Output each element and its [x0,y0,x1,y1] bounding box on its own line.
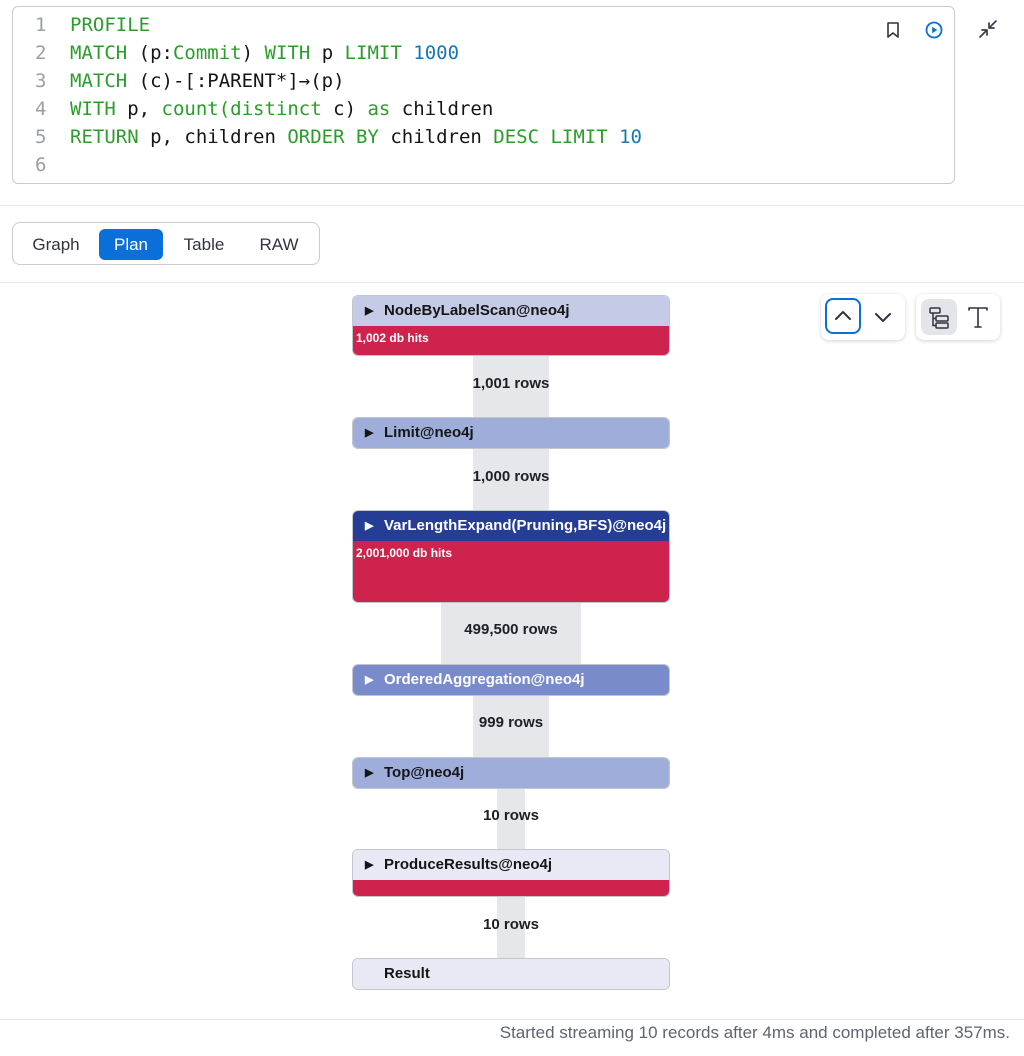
operator-name: Top@neo4j [384,764,465,781]
code-text: RETURN p, children ORDER BY children DES… [70,123,642,151]
collapse-arrows-icon[interactable] [976,17,1000,41]
tab-graph[interactable]: Graph [32,235,80,254]
play-circle-icon[interactable] [924,20,944,40]
divider [0,205,1024,206]
code-token: (c)-[:PARENT*]→(p) [127,70,345,92]
code-token: PROFILE [70,14,151,36]
plan-connector [473,355,549,418]
plan-connector [497,896,525,959]
expand-triangle-icon: ▶ [365,767,374,779]
code-token: 1000 [413,42,460,64]
line-number: 1 [35,14,47,36]
code-token: RETURN [70,126,139,148]
expand-triangle-icon: ▶ [365,674,374,686]
plan-connector [497,788,525,850]
expand-triangle-icon: ▶ [365,859,374,871]
code-token: p, children [138,126,288,148]
code-token: 10 [619,126,642,148]
rows-label: 999 rows [478,714,544,731]
expand-triangle-icon: ▶ [365,305,374,317]
code-token: p, [115,98,162,120]
code-token: (p: [127,42,173,64]
code-token [608,126,619,148]
plan-operator-top[interactable]: ▶ Top@neo4j [352,757,670,789]
tree-view-icon[interactable] [921,299,957,335]
code-token: children [378,126,494,148]
chevron-down-icon[interactable] [865,299,901,335]
code-token: MATCH [70,42,128,64]
line-number: 6 [35,154,47,176]
divider [0,1019,1024,1020]
code-text: MATCH (c)-[:PARENT*]→(p) [70,67,345,95]
operator-name: Result [384,965,430,982]
line-number: 5 [35,126,47,148]
operator-name: Limit@neo4j [384,424,474,441]
rows-label: 1,000 rows [472,468,550,485]
rows-label: 1,001 rows [472,375,550,392]
code-token [402,42,413,64]
expand-triangle-icon: ▶ [365,520,374,532]
rows-label: 10 rows [483,916,539,933]
status-message: Started streaming 10 records after 4ms a… [499,1023,1010,1042]
chevron-up-icon[interactable] [825,298,861,334]
plan-operator-node-by-label-scan[interactable]: ▶ NodeByLabelScan@neo4j 1,002 db hits [352,295,670,356]
rows-label: 499,500 rows [464,621,558,638]
line-number: 3 [35,70,47,92]
db-hits-label: 2,001,000 db hits [356,546,453,560]
expand-triangle-icon: ▶ [365,427,374,439]
code-token: LIMIT [344,42,402,64]
tab-plan[interactable]: Plan [99,229,163,260]
navigation-controls [821,294,905,340]
plan-operator-ordered-aggregation[interactable]: ▶ OrderedAggregation@neo4j [352,664,670,696]
code-token: MATCH [70,70,128,92]
plan-connector [441,602,581,665]
code-text: WITH p, count(distinct c) as children [70,95,493,123]
line-number: 4 [35,98,47,120]
db-hits-label: 1,002 db hits [356,331,429,345]
tab-table[interactable]: Table [183,235,225,254]
code-token: as [367,98,391,120]
plan-operator-produce-results[interactable]: ▶ ProduceResults@neo4j [352,849,670,897]
code-token: p [310,42,345,64]
code-token: count(distinct [161,98,322,120]
operator-name: ProduceResults@neo4j [384,856,553,873]
code-token: children [390,98,494,120]
code-token: Commit [172,42,242,64]
view-tabs: Graph Plan Table RAW [12,222,320,265]
line-number: 2 [35,42,47,64]
plan-operator-result[interactable]: Result [352,958,670,990]
plan-operator-limit[interactable]: ▶ Limit@neo4j [352,417,670,449]
code-text: MATCH (p:Commit) WITH p LIMIT 1000 [70,39,459,67]
plan-operator-var-length-expand[interactable]: ▶ VarLengthExpand(Pruning,BFS)@neo4j 2,00… [352,510,670,603]
operator-name: VarLengthExpand(Pruning,BFS)@neo4j [384,517,667,534]
operator-name: NodeByLabelScan@neo4j [384,302,570,319]
bookmark-icon[interactable] [883,20,903,40]
code-text: PROFILE [70,11,150,39]
plan-connector [473,448,549,511]
tab-raw[interactable]: RAW [259,235,299,254]
operator-name: OrderedAggregation@neo4j [384,671,585,688]
code-token: ORDER BY [287,126,379,148]
text-view-icon[interactable] [960,299,996,335]
view-mode-controls [916,294,1000,340]
code-token: ) [241,42,265,64]
rows-label: 10 rows [483,807,539,824]
divider [0,282,1024,283]
plan-connector [473,695,549,758]
code-token: DESC LIMIT [493,126,608,148]
code-token: c) [321,98,368,120]
code-token: WITH [264,42,311,64]
code-token: WITH [70,98,116,120]
